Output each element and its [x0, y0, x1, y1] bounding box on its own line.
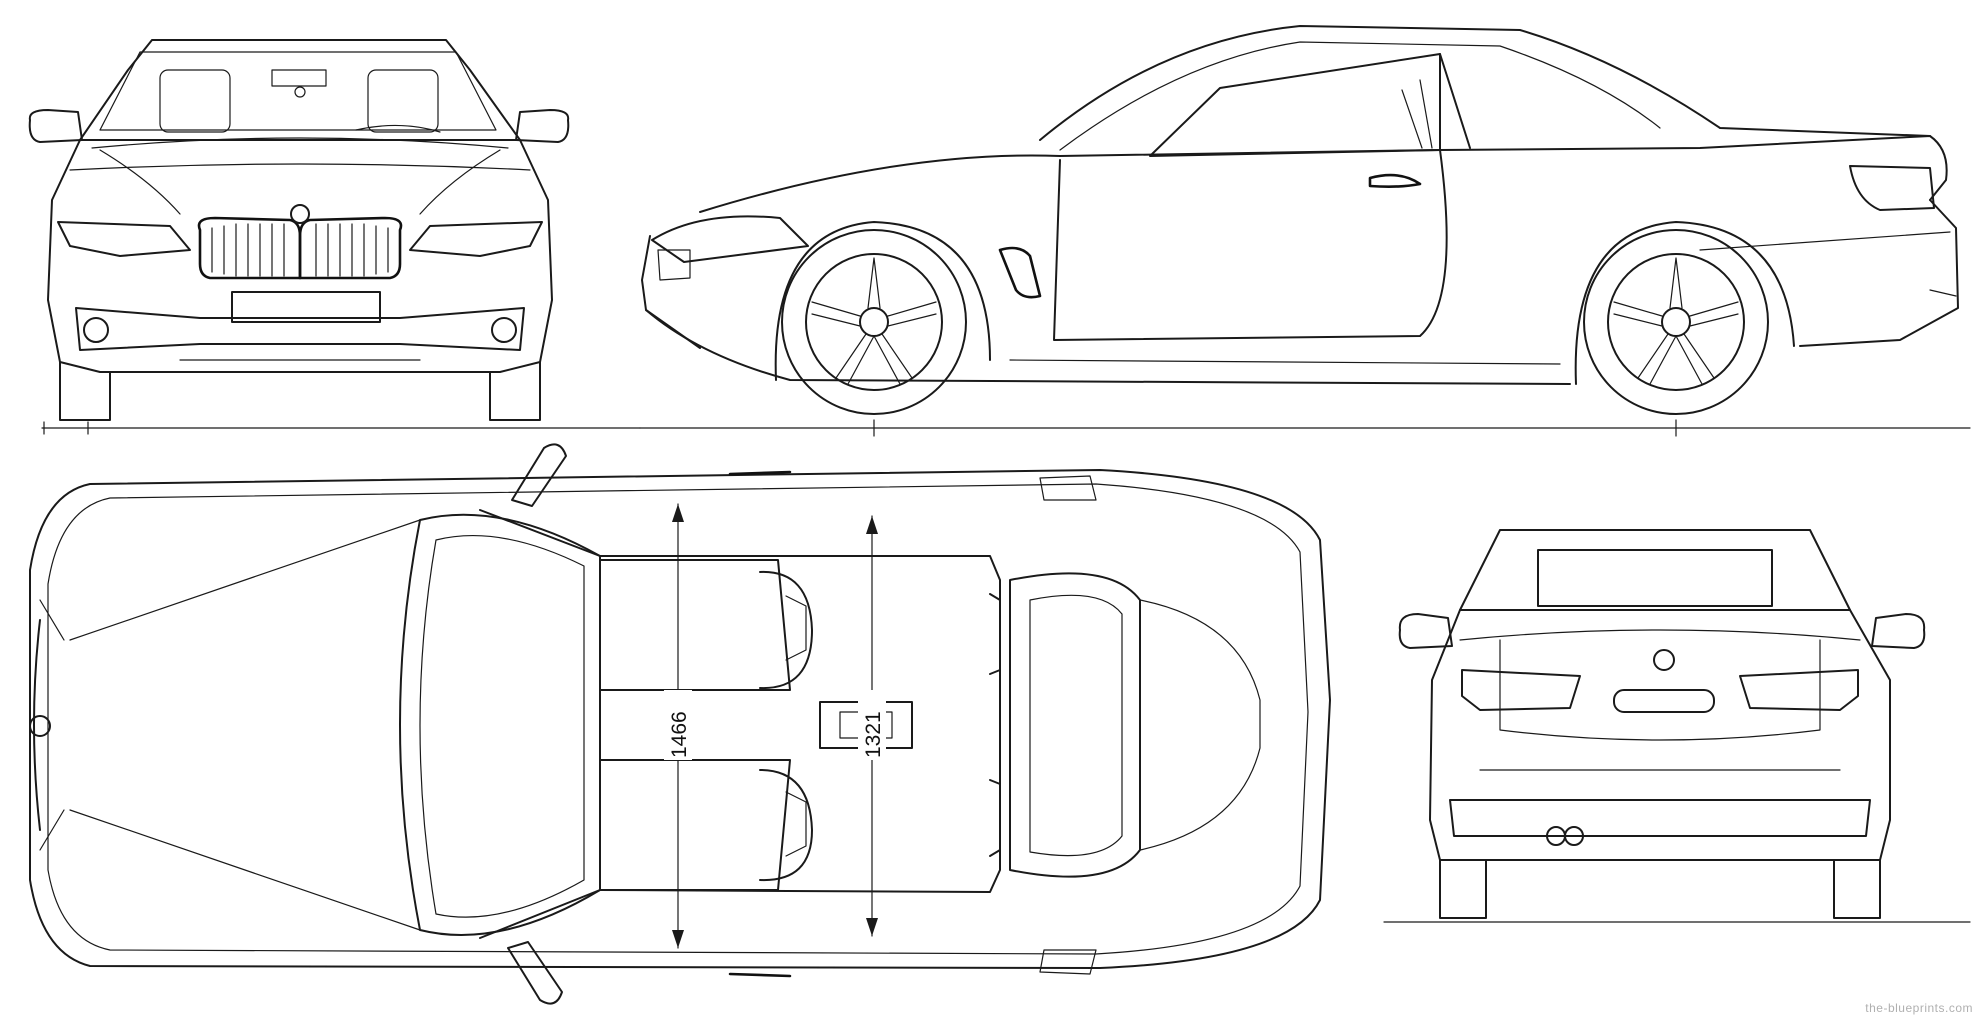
rear-view	[1383, 529, 1971, 923]
watermark: the-blueprints.com	[1865, 1001, 1973, 1015]
side-view	[639, 25, 1971, 437]
front-view	[28, 39, 641, 435]
dimension-overall-width: 1466	[664, 503, 692, 949]
dimension-label-1321: 1321	[862, 711, 885, 758]
top-view: 1466 1321	[29, 443, 1331, 1005]
dimension-track-width: 1321	[858, 515, 886, 937]
dimension-label-1466: 1466	[668, 711, 691, 758]
